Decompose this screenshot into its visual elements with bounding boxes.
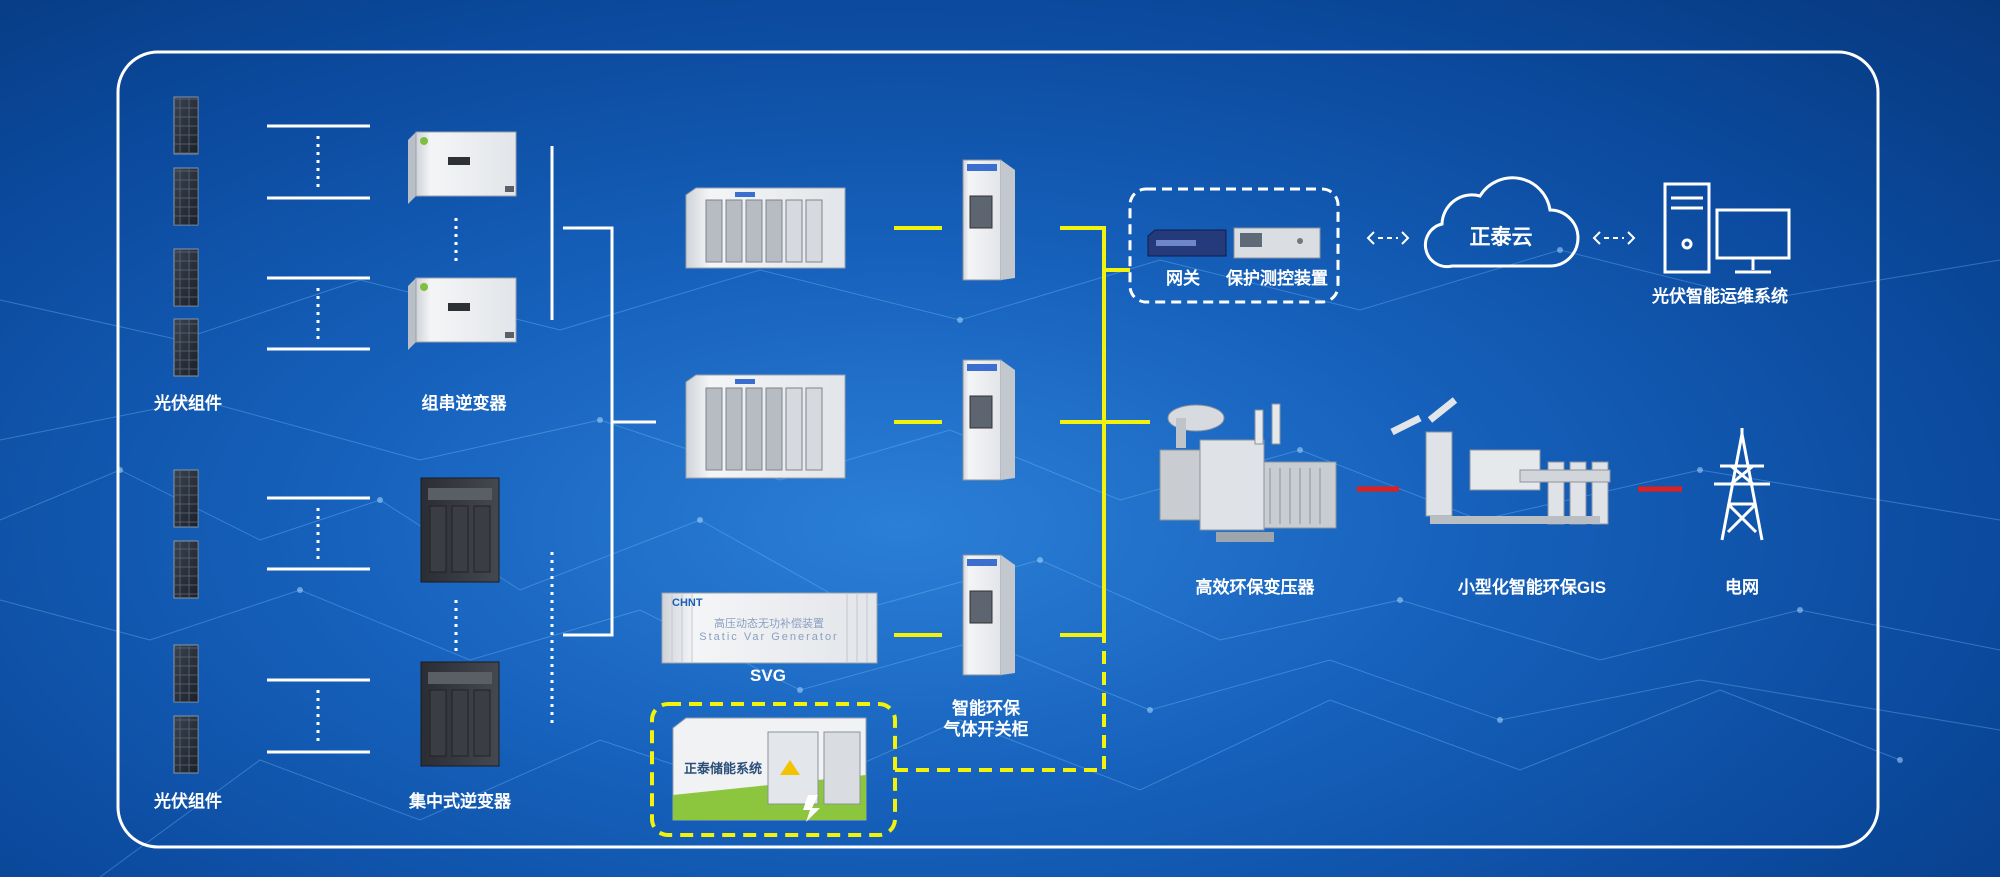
central-inverter-icon <box>420 661 500 767</box>
cloud-link-arrows <box>1366 231 1636 245</box>
solar-panel-icon <box>173 469 199 528</box>
brand-logo: CHNT <box>672 597 703 609</box>
label-cloud: 正泰云 <box>1469 226 1533 249</box>
svg-container-caption-cn: 高压动态无功补偿装置 <box>714 618 824 630</box>
svg-container-caption-en: Static Var Generator <box>699 631 839 643</box>
network-nodes <box>117 247 1903 763</box>
solar-panel-icon <box>173 715 199 774</box>
transmission-tower-icon <box>1714 428 1770 541</box>
label-gateway: 网关 <box>1166 269 1200 288</box>
label-pv-top: 光伏组件 <box>154 394 222 413</box>
label-gis: 小型化智能环保GIS <box>1457 578 1607 597</box>
gateway-device-icon <box>1147 229 1227 257</box>
pv-panels-top <box>173 96 199 377</box>
label-grid: 电网 <box>1725 578 1759 597</box>
switchgear-cabinet-icon <box>962 359 1015 481</box>
label-protection: 保护测控装置 <box>1226 269 1328 288</box>
solar-panel-icon <box>173 540 199 599</box>
switchgear-cabinet-icon <box>962 554 1015 676</box>
ellipsis-dots <box>316 136 554 744</box>
yellow-connector-lines <box>894 226 1150 637</box>
container-icon <box>685 187 846 269</box>
storage-dashed-connector <box>895 635 1106 772</box>
inverter-bus-lines <box>550 146 656 637</box>
storage-caption: 正泰储能系统 <box>684 761 763 776</box>
solar-panel-icon <box>173 167 199 226</box>
diagram-frame <box>116 50 1880 849</box>
label-pv-bottom: 光伏组件 <box>154 792 222 811</box>
label-string-inverter: 组串逆变器 <box>421 394 507 413</box>
label-central-inverter: 集中式逆变器 <box>409 792 511 811</box>
pv-to-inverter-lines <box>267 124 370 754</box>
gis-icon <box>1390 397 1611 525</box>
solar-panel-icon <box>173 96 199 155</box>
solar-panel-icon <box>173 644 199 703</box>
solar-panel-icon <box>173 248 199 307</box>
cloud-icon <box>1423 176 1580 269</box>
label-svg: SVG <box>750 666 786 685</box>
container-icon <box>685 374 846 479</box>
label-om-system: 光伏智能运维系统 <box>1652 287 1788 306</box>
storage-container-icon <box>672 717 867 822</box>
solar-panel-icon <box>173 318 199 377</box>
label-switchgear: 智能环保 气体开关柜 <box>943 699 1029 740</box>
string-inverter-icon <box>408 277 517 350</box>
string-inverter-icon <box>408 131 517 204</box>
pv-panels-bottom <box>173 469 199 774</box>
gateway-group-frame <box>1128 187 1340 304</box>
central-inverter-icon <box>420 477 500 583</box>
switchgear-cabinet-icon <box>962 159 1015 281</box>
computer-icon <box>1663 182 1791 274</box>
svg-container-icon: CHNT <box>661 592 878 664</box>
label-transformer: 高效环保变压器 <box>1195 578 1315 597</box>
protection-device-icon <box>1233 227 1321 259</box>
transformer-icon <box>1159 403 1337 542</box>
